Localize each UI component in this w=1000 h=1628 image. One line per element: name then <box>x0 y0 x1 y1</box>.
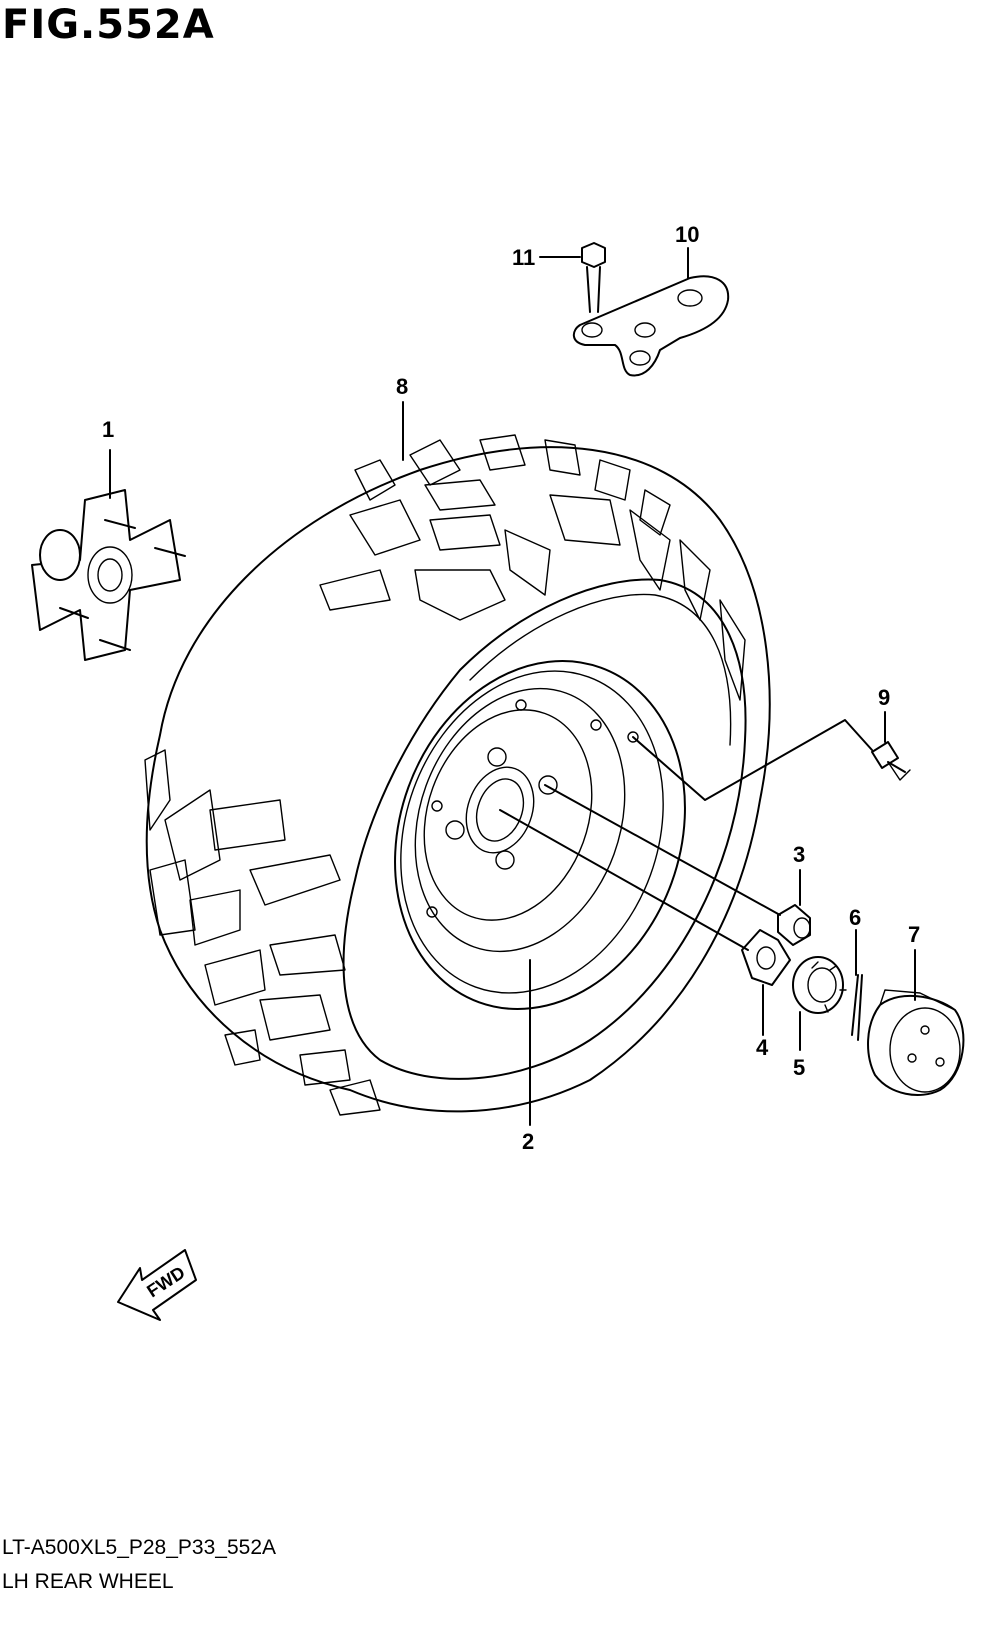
bolt[interactable] <box>581 242 606 313</box>
callout-1: 1 <box>102 417 114 442</box>
washer[interactable] <box>741 929 791 986</box>
callout-3: 3 <box>793 842 805 867</box>
callout-labels: 1 2 3 4 5 6 7 8 9 10 11 <box>102 222 920 1154</box>
bracket[interactable] <box>572 275 730 377</box>
cotter-pin[interactable] <box>851 974 863 1041</box>
callout-8: 8 <box>396 374 408 399</box>
callout-4: 4 <box>756 1035 769 1060</box>
wheel-hub[interactable] <box>31 489 186 661</box>
figure-title: FIG.552A <box>2 2 215 48</box>
callout-5: 5 <box>793 1055 805 1080</box>
castle-nut[interactable] <box>792 956 847 1014</box>
hub-cap[interactable] <box>867 989 965 1096</box>
fwd-arrow: FWD <box>117 1249 197 1321</box>
callout-10: 10 <box>675 222 699 247</box>
callout-6: 6 <box>849 905 861 930</box>
figure-name: LH REAR WHEEL <box>2 1570 174 1593</box>
callout-2: 2 <box>522 1129 534 1154</box>
callout-7: 7 <box>908 922 920 947</box>
tire-valve[interactable] <box>871 741 911 781</box>
leader-lines <box>109 247 916 1126</box>
callout-11: 11 <box>512 245 535 270</box>
wheel-rim[interactable] <box>348 620 733 1050</box>
figure-code: LT-A500XL5_P28_P33_552A <box>2 1536 277 1559</box>
callout-9: 9 <box>878 685 890 710</box>
wheel-nut[interactable] <box>777 904 811 946</box>
